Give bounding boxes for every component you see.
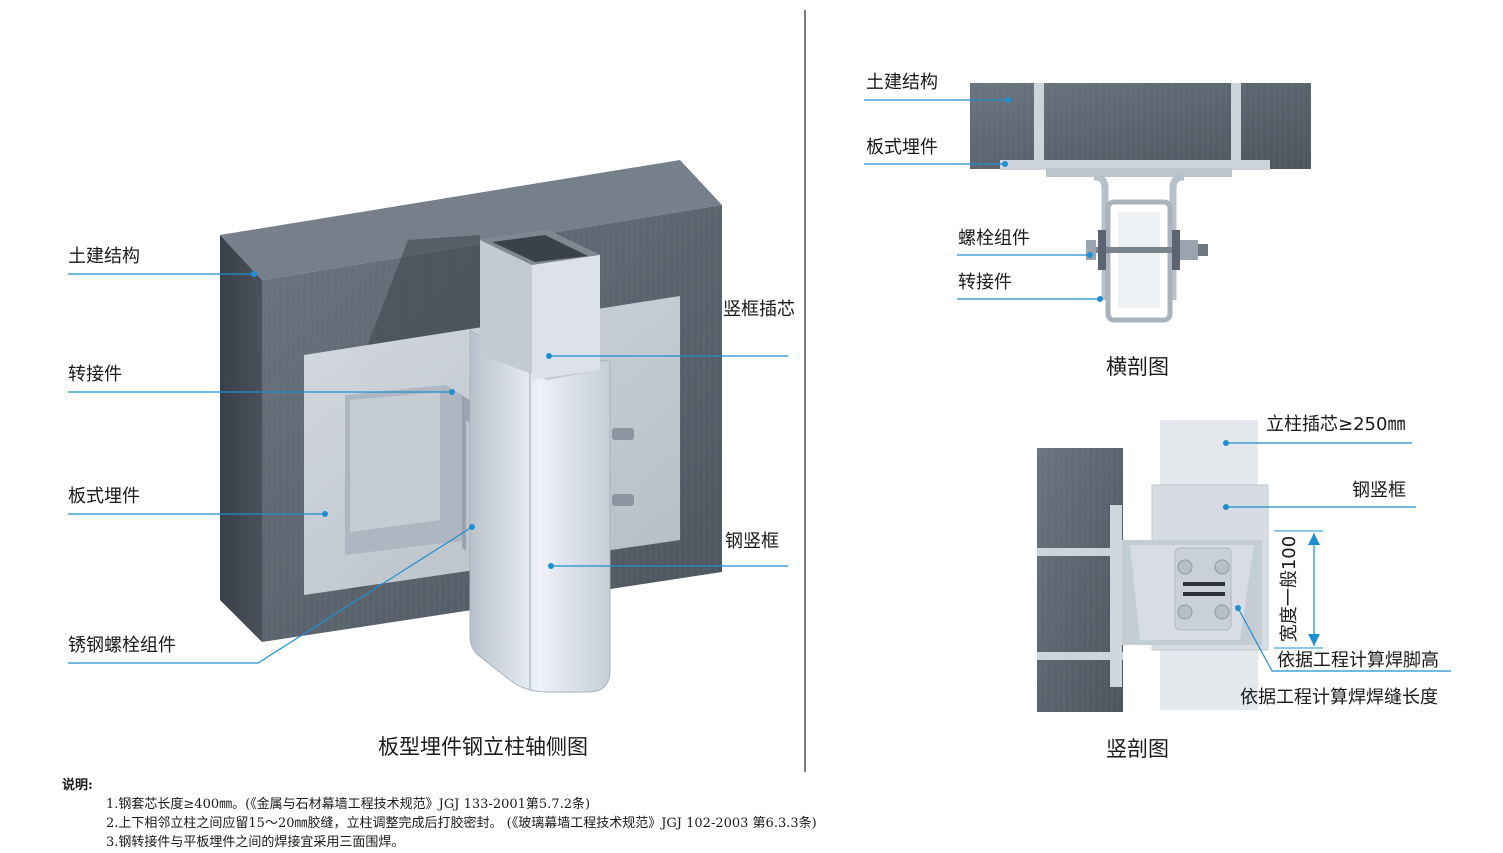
- label-steel-mullion: 钢竖框: [725, 531, 779, 552]
- notes-block: 说明: 1.钢套芯长度≥400㎜。(《金属与石材幕墙工程技术规范》JGJ 133…: [62, 776, 817, 852]
- note-item: 3.钢转接件与平板埋件之间的焊接宜采用三面围焊。: [106, 835, 405, 850]
- hsection-label-plate-embed: 板式埋件: [866, 137, 938, 158]
- hsection-label-bolt-assembly: 螺栓组件: [958, 228, 1030, 249]
- vsection-label-width: 宽度一般100: [1279, 535, 1300, 643]
- label-civil-structure: 土建结构: [68, 246, 140, 267]
- notes-title: 说明:: [62, 778, 93, 793]
- vsection-label-weld-leg: 依据工程计算焊脚高: [1277, 650, 1439, 671]
- vsection-label-weld-length: 依据工程计算焊焊缝长度: [1240, 687, 1438, 708]
- caption-isometric: 板型埋件钢立柱轴侧图: [378, 735, 588, 759]
- vsection-label-core-insert: 立柱插芯≥250㎜: [1266, 414, 1406, 435]
- label-core-insert: 竖框插芯: [723, 299, 795, 320]
- label-adapter: 转接件: [68, 364, 122, 385]
- label-bolt-assembly: 锈钢螺栓组件: [68, 635, 176, 656]
- isometric-drawing: [220, 160, 722, 693]
- left-leaders: [68, 273, 788, 664]
- vsection-label-steel-mullion: 钢竖框: [1352, 480, 1406, 501]
- note-item: 1.钢套芯长度≥400㎜。(《金属与石材幕墙工程技术规范》JGJ 133-200…: [106, 797, 591, 812]
- caption-horizontal-section: 横剖图: [1106, 355, 1169, 379]
- note-item: 2.上下相邻立柱之间应留15～20㎜胶缝，立柱调整完成后打胶密封。 (《玻璃幕墙…: [106, 816, 817, 831]
- vertical-section-drawing: [1037, 420, 1323, 712]
- concrete-block-left: [220, 235, 262, 642]
- hsection-label-adapter: 转接件: [958, 272, 1012, 293]
- steel-mullion: [469, 329, 611, 693]
- hsection-leaders: [864, 99, 1100, 300]
- horizontal-section-drawing: [970, 83, 1311, 323]
- hsection-label-civil-structure: 土建结构: [866, 72, 938, 93]
- label-plate-embed: 板式埋件: [68, 486, 140, 507]
- concrete-block-top: [220, 160, 722, 280]
- caption-vertical-section: 竖剖图: [1106, 737, 1169, 761]
- vsection-leaders: [1226, 442, 1451, 672]
